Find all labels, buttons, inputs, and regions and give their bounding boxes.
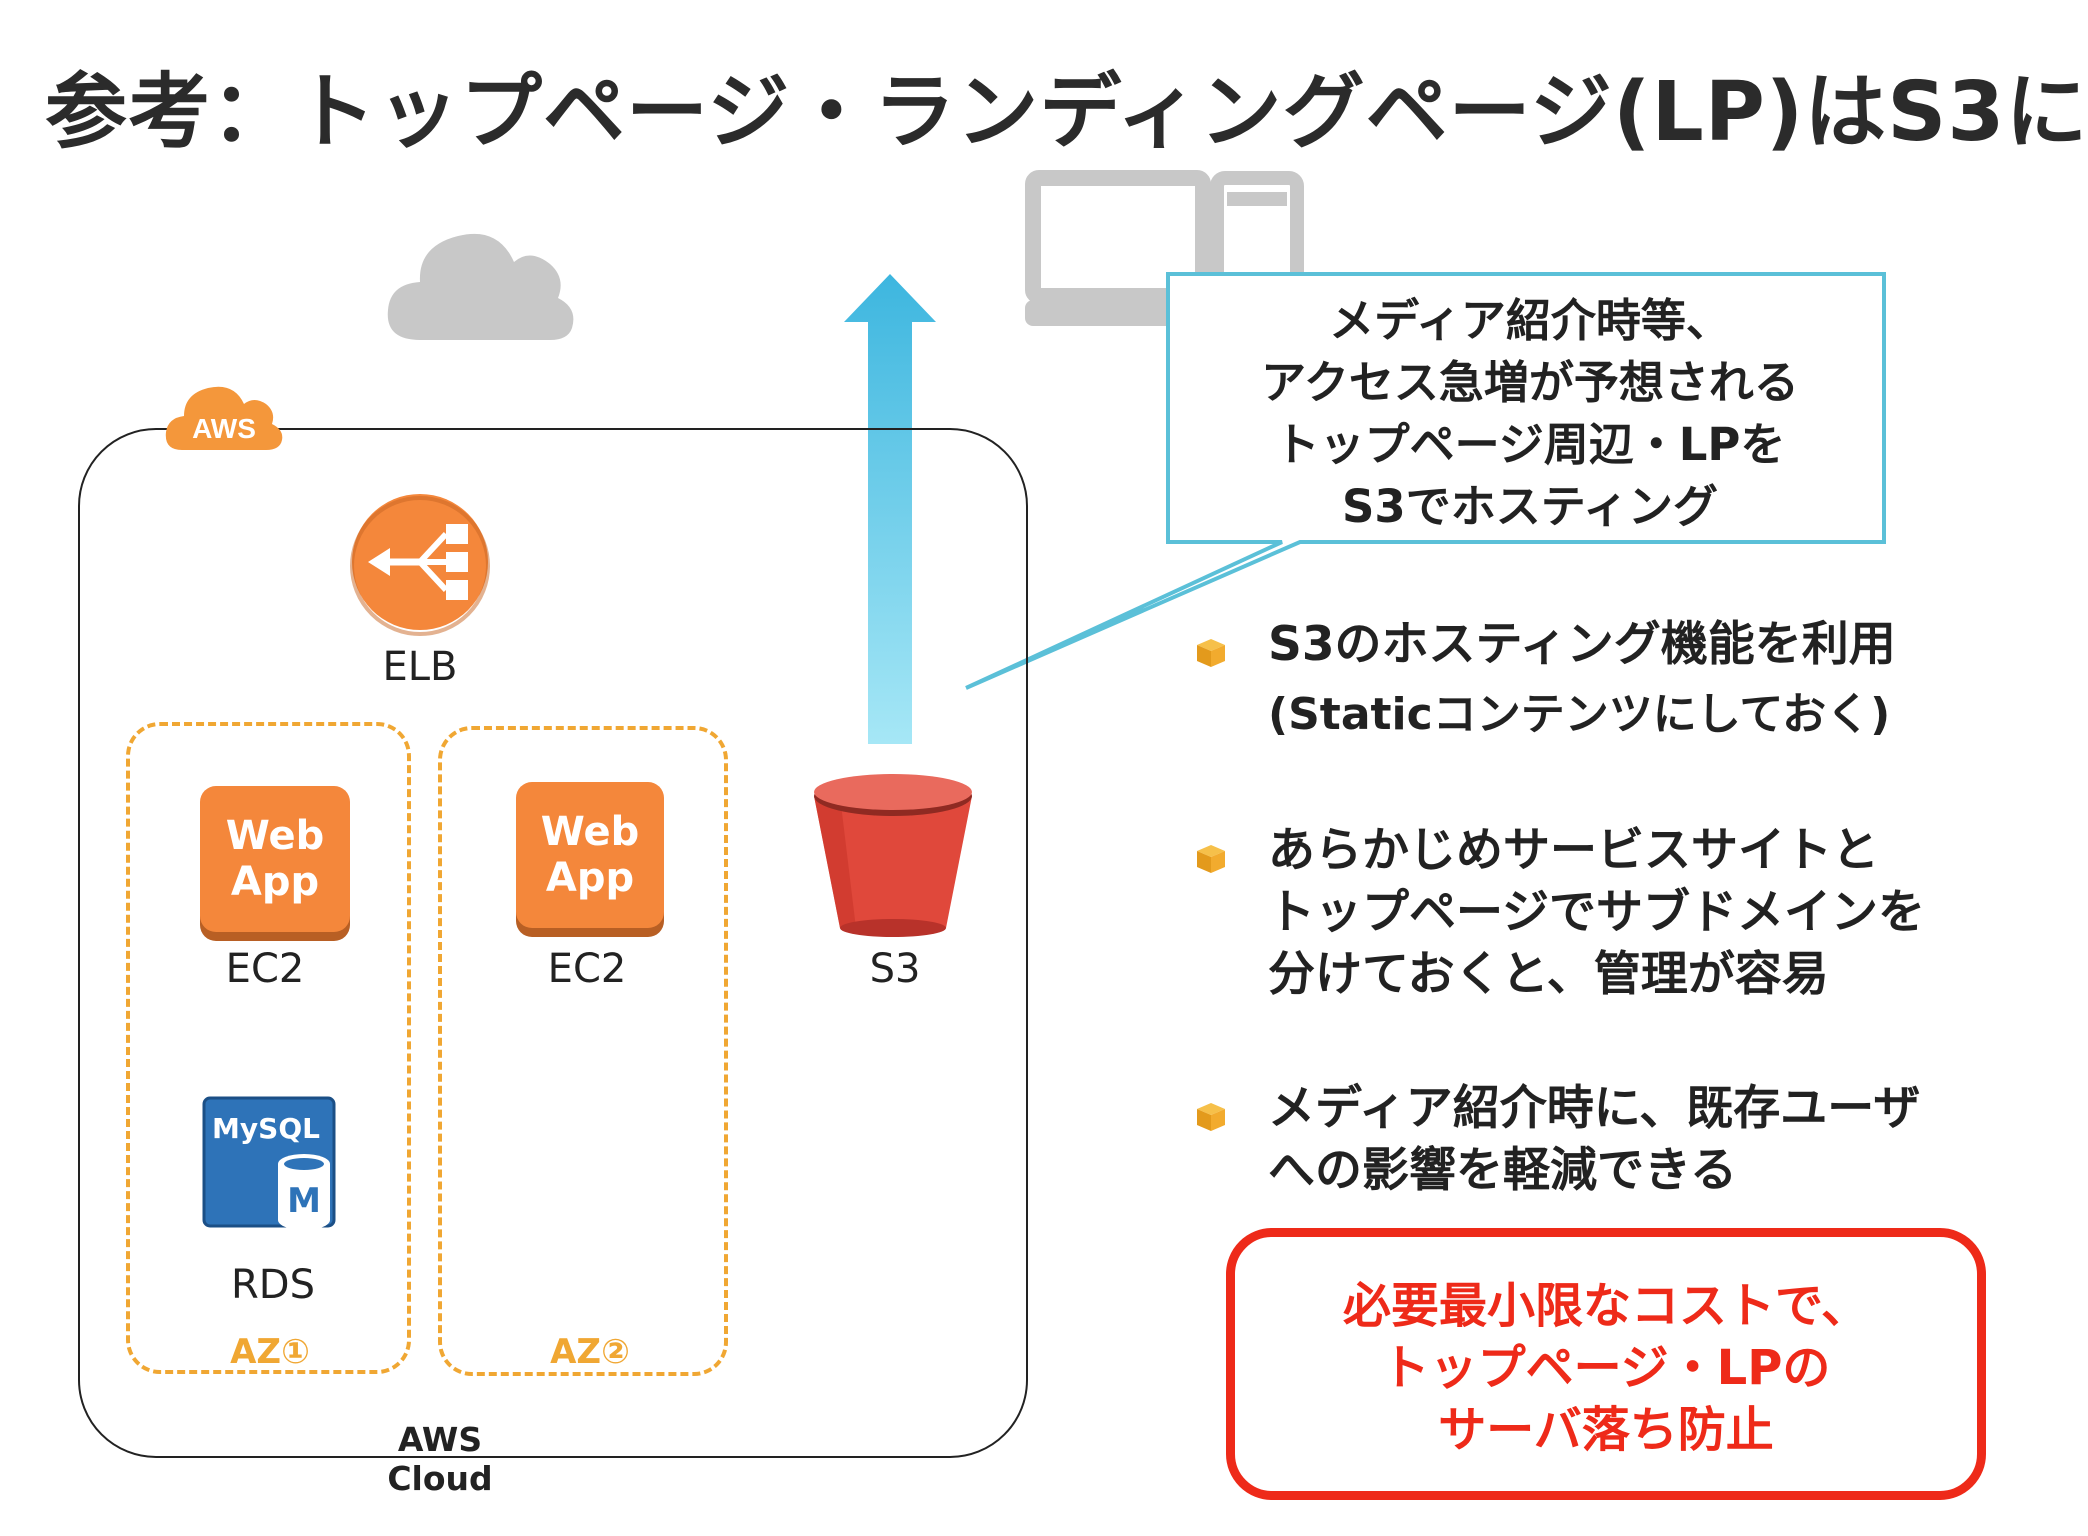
highlight-line: 必要最小限なコストで、 xyxy=(1342,1278,1870,1334)
ec2-tile-line: App xyxy=(230,859,320,905)
highlight-line: サーバ落ち防止 xyxy=(1438,1402,1774,1458)
bullet-line: 分けておくと、管理が容易 xyxy=(1268,947,1829,1002)
box-bullet-icon xyxy=(1197,845,1225,873)
rds-label: RDS xyxy=(231,1262,315,1308)
callout-line: S3でホスティング xyxy=(1341,480,1719,533)
callout-line: トップページ周辺・LPを xyxy=(1274,418,1786,471)
bullet-line: トップページでサブドメインを xyxy=(1268,885,1926,940)
rds-tile-text: MySQL xyxy=(212,1112,320,1145)
rds-m-text: M xyxy=(287,1181,321,1221)
bullet-item: あらかじめサービスサイトと トップページでサブドメインを 分けておくと、管理が容… xyxy=(1268,820,2028,1006)
elb-icon xyxy=(350,494,490,636)
callout-bubble xyxy=(965,272,1886,690)
ec2-webapp-icon: Web App xyxy=(516,782,664,928)
az-label-1: AZ① xyxy=(230,1332,310,1372)
bullet-line: あらかじめサービスサイトと xyxy=(1268,823,1879,878)
bullet-line: メディア紹介時に、既存ユーザ xyxy=(1268,1081,1921,1136)
box-bullet-icon xyxy=(1197,1103,1225,1131)
highlight-line: トップページ・LPの xyxy=(1381,1340,1831,1396)
callout-text: メディア紹介時等、 アクセス急増が予想される トップページ周辺・LPを S3でホ… xyxy=(1195,290,1865,538)
ec2-label: EC2 xyxy=(225,946,305,992)
upload-arrow-icon xyxy=(844,274,936,744)
bullet-item: S3のホスティング機能を利用 (Staticコンテンツにしておく) xyxy=(1268,614,2028,746)
ec2-webapp-icon: Web App xyxy=(200,786,350,932)
s3-label: S3 xyxy=(869,946,921,992)
aws-cloud-label: AWS Cloud xyxy=(387,1420,493,1498)
az-label-2: AZ② xyxy=(550,1332,630,1372)
ec2-tile-line: Web xyxy=(225,813,325,859)
page-title: 参考：トップページ・ランディングページ(LP)はS3に xyxy=(45,65,2088,160)
highlight-box xyxy=(1226,1228,1986,1500)
box-bullet-icon xyxy=(1197,639,1225,667)
bullet-item: メディア紹介時に、既存ユーザ への影響を軽減できる xyxy=(1268,1078,2028,1202)
ec2-label: EC2 xyxy=(547,946,627,992)
bullet-line: S3のホスティング機能を利用 xyxy=(1268,617,1896,672)
internet-cloud-icon xyxy=(387,233,574,340)
availability-zone-1 xyxy=(126,722,411,1374)
s3-bucket-icon xyxy=(814,774,972,937)
highlight-text: 必要最小限なコストで、 トップページ・LPの サーバ落ち防止 xyxy=(1240,1275,1972,1461)
bullet-line: (Staticコンテンツにしておく) xyxy=(1268,689,1891,740)
aws-badge-icon: AWS xyxy=(165,386,283,450)
elb-label: ELB xyxy=(382,644,458,690)
callout-line: アクセス急増が予想される xyxy=(1261,356,1799,409)
callout-line: メディア紹介時等、 xyxy=(1329,294,1731,347)
aws-cloud-frame xyxy=(78,428,1028,1458)
ec2-tile-line: App xyxy=(545,855,635,901)
rds-mysql-icon: MySQL M xyxy=(202,1096,336,1230)
bullet-line: への影響を軽減できる xyxy=(1268,1143,1738,1198)
availability-zone-2 xyxy=(438,726,728,1376)
ec2-tile-line: Web xyxy=(540,809,640,855)
aws-badge-text: AWS xyxy=(192,413,256,444)
